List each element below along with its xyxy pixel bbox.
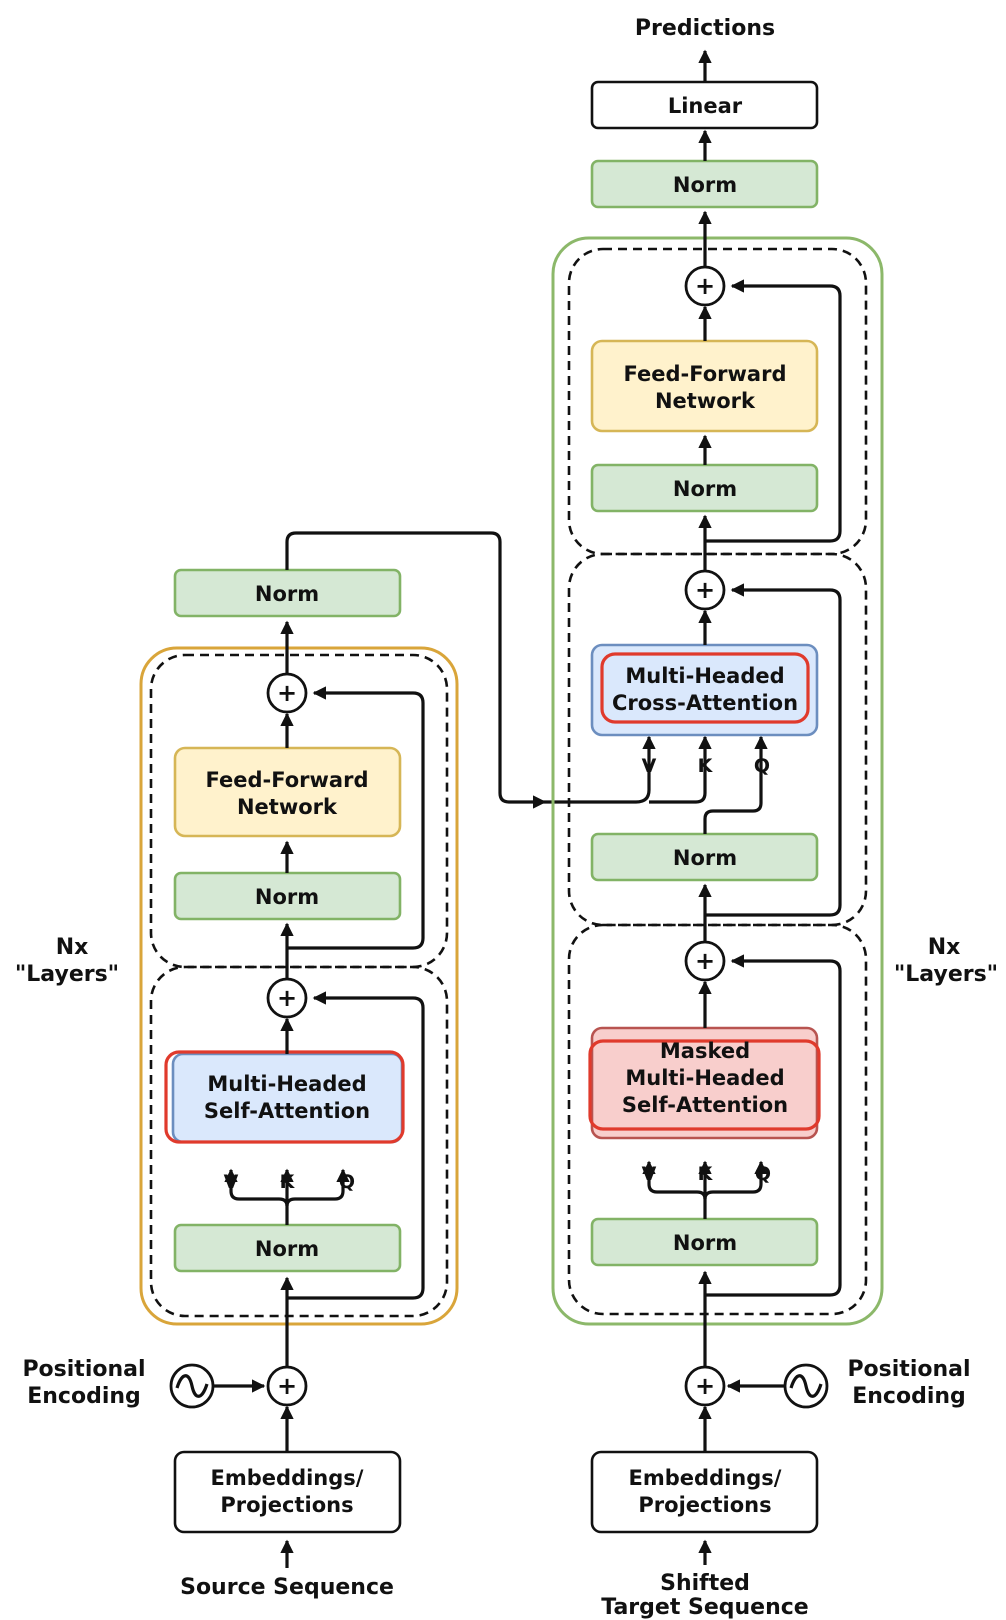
decoder-ffn-box [590,339,819,433]
encoder-ffn-label-1: Feed-Forward [206,768,369,792]
encoder-attn-norm-label: Norm [255,1237,319,1261]
encoder-to-decoder-connection [285,531,547,809]
encoder-attn-label-2: Self-Attention [204,1099,370,1123]
encoder-layer-outline [139,646,459,1326]
decoder-cross-label-1: Multi-Headed [625,664,784,688]
decoder-ffn-add-symbol: + [695,272,715,300]
encoder-self-attention-box [171,1052,404,1144]
decoder-positional-label-2: Encoding [852,1384,966,1409]
decoder-masked-add-symbol: + [695,947,715,975]
encoder-attn-label-1: Multi-Headed [207,1072,366,1096]
decoder-masked-k-label: K [698,1163,714,1185]
decoder-linear-label: Linear [668,94,743,118]
encoder-embedding-label-2: Projections [220,1493,353,1517]
decoder-ffn-label-1: Feed-Forward [624,362,787,386]
decoder-cross-attention-highlight [600,652,810,724]
decoder-masked-attention-highlight [588,1039,821,1131]
encoder-self-attention-highlight [164,1050,405,1144]
encoder-ffn-label-2: Network [237,795,338,819]
decoder-masked-sublayer [567,923,868,1316]
decoder-ffn-label-2: Network [655,389,756,413]
encoder-layers-label-2: "Layers" [15,962,119,987]
encoder-attn-sublayer [149,965,449,1318]
encoder-k-label: K [280,1171,296,1193]
decoder-masked-q-label: Q [755,1163,771,1185]
decoder: Shifted Target Sequence Embeddings/ Proj… [551,16,998,1620]
decoder-cross-label-2: Cross-Attention [612,691,798,715]
encoder-q-label: Q [339,1171,355,1193]
encoder-attn-add-symbol: + [277,984,297,1012]
encoder-ffn-add-symbol: + [277,679,297,707]
encoder-embedding-box [173,1450,402,1534]
decoder-embedding-label-1: Embeddings/ [629,1466,782,1490]
encoder-v-label: V [224,1171,239,1193]
decoder-cross-q-label: Q [754,755,770,777]
encoder-positional-label-2: Encoding [27,1384,141,1409]
decoder-embedding-box [590,1450,819,1534]
decoder-input-label-2: Target Sequence [601,1595,808,1620]
decoder-masked-label-2: Multi-Headed [625,1066,784,1090]
encoder: Source Sequence Embeddings/ Projections … [15,568,459,1600]
encoder-ffn-box [173,746,402,838]
encoder-pos-add-symbol: + [277,1372,297,1400]
decoder-masked-norm-label: Norm [673,1231,737,1255]
decoder-cross-k-label: K [698,755,714,777]
decoder-input-label-1: Shifted [660,1571,750,1596]
encoder-positional-label-1: Positional [22,1357,145,1382]
decoder-cross-add-symbol: + [695,576,715,604]
decoder-cross-norm-label: Norm [673,846,737,870]
decoder-cross-sublayer [567,552,868,927]
decoder-ffn-norm-label: Norm [673,477,737,501]
decoder-output-label: Predictions [635,16,775,41]
decoder-layer-outline [551,236,884,1326]
encoder-ffn-norm-label: Norm [255,885,319,909]
decoder-positional-label-1: Positional [847,1357,970,1382]
decoder-layers-label-1: Nx [928,935,961,960]
decoder-final-norm-label: Norm [673,173,737,197]
decoder-cross-v-label: V [642,755,657,777]
decoder-embedding-label-2: Projections [638,1493,771,1517]
decoder-masked-v-label: V [642,1163,657,1185]
decoder-layers-label-2: "Layers" [894,962,998,987]
encoder-final-norm-label: Norm [255,582,319,606]
decoder-masked-label-1: Masked [660,1039,750,1063]
encoder-layers-label-1: Nx [56,935,89,960]
encoder-embedding-label-1: Embeddings/ [211,1466,364,1490]
encoder-input-label: Source Sequence [180,1575,394,1600]
decoder-pos-add-symbol: + [695,1372,715,1400]
decoder-masked-label-3: Self-Attention [622,1093,788,1117]
